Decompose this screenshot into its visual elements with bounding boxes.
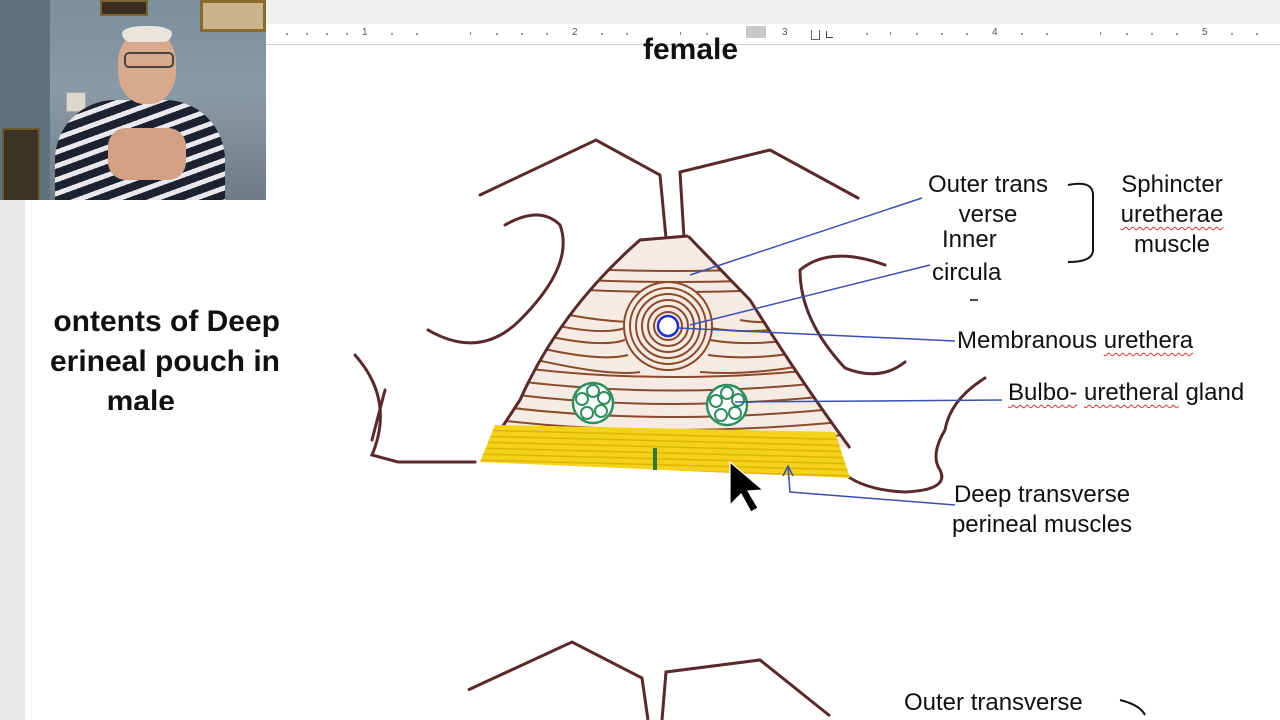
label-deep-transverse: Deep transverse perineal muscles — [942, 480, 1142, 540]
label-bottom-outer-transverse: Outer transverse — [904, 689, 1083, 716]
eyeglasses-icon — [124, 52, 174, 68]
ruler-indent-marker[interactable] — [746, 26, 766, 38]
page-heading-partial: female — [643, 33, 739, 64]
ruler-number-1: 1 — [362, 27, 368, 38]
sphincter-bracket — [1067, 182, 1094, 263]
urethra-lumen — [656, 314, 680, 338]
inner-circular-line-1: Inner — [942, 226, 997, 253]
title-line-2: erineal pouch in — [49, 345, 280, 378]
left-tab-marker-icon[interactable] — [826, 31, 833, 38]
gland-word: gland — [1185, 379, 1245, 406]
title-line-1: ontents of Deep — [53, 305, 280, 338]
label-bulbo-urethral-gland: Bulbo- uretheral gland — [1008, 378, 1244, 408]
webcam-overlay — [0, 0, 266, 200]
ribbon-edge — [266, 0, 1280, 24]
picture-frame-right — [200, 0, 266, 32]
sphincter-line-3: muscle — [1133, 231, 1211, 254]
uretheral-word: uretheral — [1084, 379, 1179, 406]
ruler-number-3: 3 — [782, 27, 788, 38]
brown-muscle-fibers — [495, 236, 850, 448]
mouse-cursor-icon — [729, 460, 765, 513]
bulbo-word: Bulbo- — [1008, 379, 1078, 406]
pointer-lines — [677, 197, 1003, 506]
inner-circular-line-2: circula — [932, 259, 1002, 286]
sphincter-line-1: Sphincter — [1121, 171, 1223, 198]
ruler-number-2: 2 — [572, 27, 578, 38]
deep-transverse-line-1: Deep transverse — [953, 481, 1131, 508]
tab-stop-icon[interactable] — [811, 30, 820, 40]
outer-transverse-line-2: verse — [958, 201, 1018, 228]
label-outer-transverse: Outer trans verse — [922, 170, 1054, 230]
label-membranous-urethra: Membranous urethera — [957, 326, 1193, 356]
person-hands — [108, 128, 186, 180]
bottom-bracket — [1119, 699, 1146, 716]
light-switch — [66, 92, 86, 112]
deep-transverse-line-2: perineal muscles — [951, 511, 1133, 538]
title-line-3: male — [106, 385, 175, 410]
person-hair — [122, 26, 172, 42]
picture-frame-top — [100, 0, 148, 16]
bottom-outline — [467, 640, 831, 720]
horizontal-ruler[interactable]: 1 2 3 4 5 — [266, 24, 1280, 45]
slide-title: ontents of Deep erineal pouch in male — [0, 302, 280, 410]
membranous-word: Membranous — [957, 327, 1098, 354]
ruler-number-5: 5 — [1202, 27, 1208, 38]
picture-frame-left — [2, 128, 40, 200]
urethra-word: urethera — [1103, 327, 1194, 354]
sphincter-line-2: uretherae — [1120, 201, 1224, 228]
label-inner-circular: Inner circula — [932, 225, 1032, 289]
ruler-number-4: 4 — [992, 27, 998, 38]
bulbo-urethral-gland-left — [571, 381, 615, 425]
label-sphincter-urethrae: Sphincter uretherae muscle — [1112, 170, 1232, 254]
bulbo-urethral-gland-right — [705, 383, 749, 427]
outer-transverse-line-1: Outer trans — [927, 171, 1049, 198]
